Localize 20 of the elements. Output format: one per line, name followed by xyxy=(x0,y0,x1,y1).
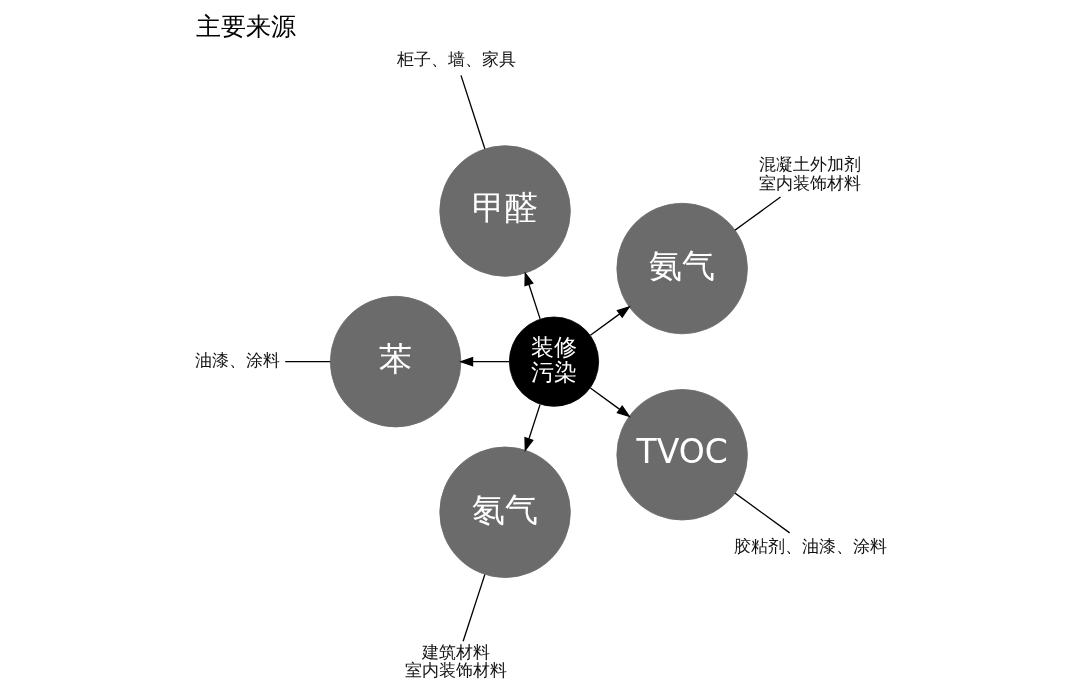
arrow xyxy=(589,305,631,336)
node-text: 胶粘剂、油漆、涂料 xyxy=(733,536,887,556)
node-circle: 装修污染 xyxy=(508,316,599,407)
node-circle: 甲醛 xyxy=(438,145,571,277)
connector xyxy=(459,74,486,150)
connector xyxy=(284,360,331,363)
connector xyxy=(733,196,781,231)
connector xyxy=(733,492,790,534)
node-circle: 苯 xyxy=(329,295,461,428)
node-text: 建筑材料室内装饰材料 xyxy=(404,642,507,681)
node-text: 油漆、涂料 xyxy=(194,350,280,370)
arrow xyxy=(523,271,541,320)
arrow xyxy=(458,356,510,367)
arrow xyxy=(523,403,541,452)
node-text: 混凝土外加剂室内装饰材料 xyxy=(758,155,861,193)
arrow xyxy=(589,387,631,418)
connector xyxy=(461,573,485,642)
diagram-title: 主要来源 xyxy=(195,11,296,41)
node-text: 柜子、墙、家具 xyxy=(396,49,516,69)
node-circle: 氡气 xyxy=(438,446,571,578)
